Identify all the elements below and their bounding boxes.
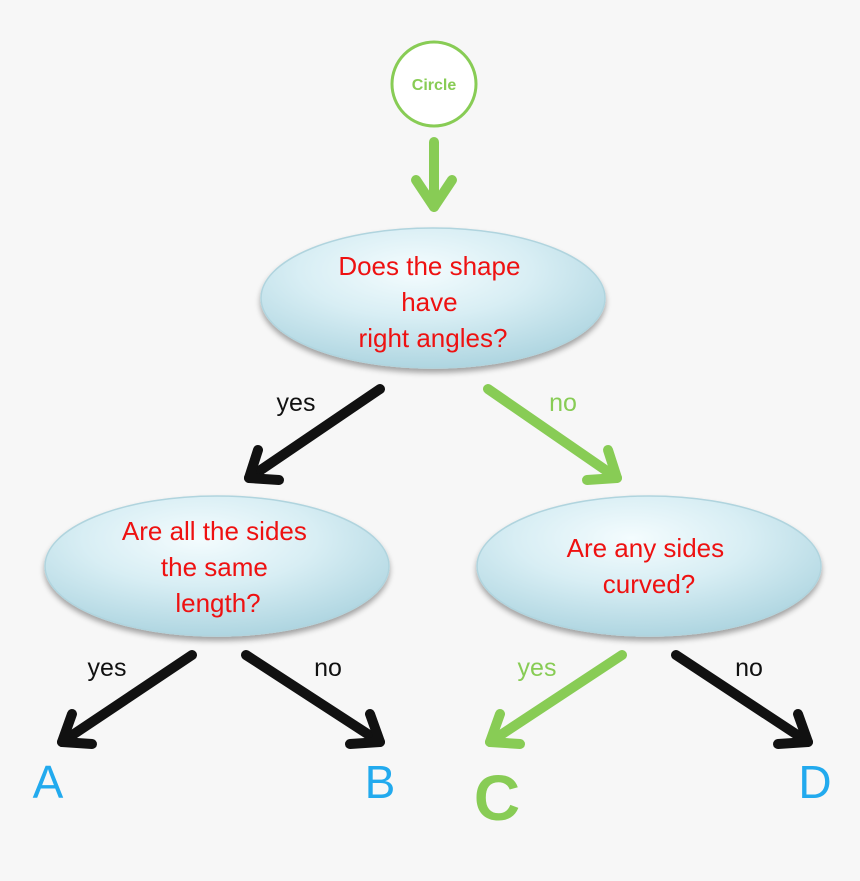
outcome-c: C	[474, 762, 520, 834]
arrow-q2-no	[241, 650, 385, 749]
arrow-q3-yes	[485, 650, 627, 749]
edge-label-q1-yes: yes	[277, 389, 316, 417]
question-3-text: Are any sides curved?	[567, 533, 732, 599]
edge-label-q2-yes: yes	[88, 654, 127, 682]
outcome-d: D	[798, 756, 831, 808]
edge-label-q1-no: no	[549, 389, 577, 417]
edge-label-q2-no: no	[314, 654, 342, 682]
start-node-circle	[390, 40, 478, 128]
outcome-a: A	[33, 756, 64, 808]
arrow-q1-no	[483, 384, 622, 485]
question-2-text: Are all the sides the same length?	[122, 516, 314, 618]
arrow-q3-no	[671, 650, 813, 749]
arrow-start-to-q1	[411, 137, 457, 212]
start-node-label: Circle	[412, 77, 457, 94]
outcome-b: B	[365, 756, 396, 808]
edge-label-q3-yes: yes	[518, 654, 557, 682]
question-2-bubble	[44, 495, 390, 637]
question-1-bubble	[260, 227, 606, 369]
question-3-bubble	[476, 495, 822, 637]
arrow-q2-yes	[57, 650, 197, 749]
question-1-text: Does the shape have right angles?	[338, 251, 527, 353]
arrow-q1-yes	[244, 384, 385, 485]
edge-label-q3-no: no	[735, 654, 763, 682]
